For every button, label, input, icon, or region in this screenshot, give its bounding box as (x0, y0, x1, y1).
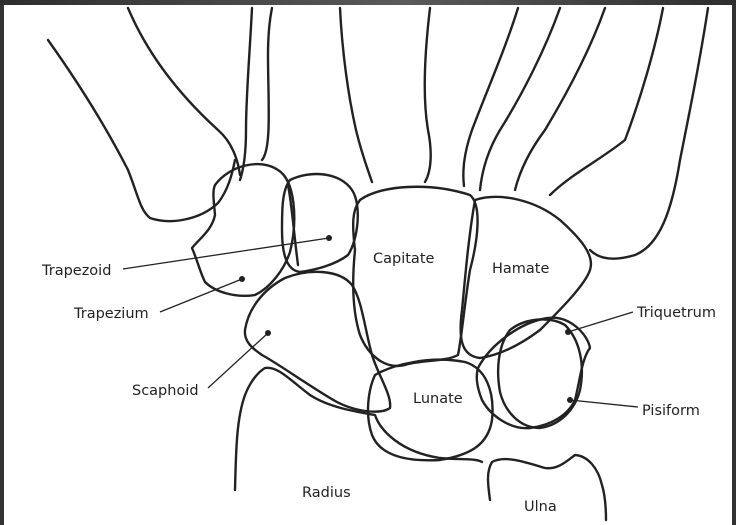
scaphoid-leader (208, 333, 268, 388)
label-ulna: Ulna (524, 499, 557, 515)
label-radius: Radius (302, 485, 351, 501)
metacarpal-3 (340, 8, 431, 182)
trapezoid-marker (326, 235, 332, 241)
triquetrum-marker (565, 329, 571, 335)
scaphoid-outline (245, 272, 390, 412)
metacarpal-1-inner (128, 8, 240, 175)
capitate-outline (353, 187, 477, 366)
pisiform-leader (570, 400, 638, 407)
label-capitate: Capitate (373, 251, 434, 267)
trapezium-leader (160, 279, 242, 312)
metacarpal-5-shaft (590, 8, 708, 259)
metacarpal-1 (48, 40, 235, 221)
metacarpal-5 (515, 8, 663, 195)
pisiform-marker (567, 397, 573, 403)
label-hamate: Hamate (492, 261, 549, 277)
label-triquetrum: Triquetrum (636, 305, 716, 321)
trapezium-outline (192, 164, 294, 296)
scaphoid-marker (265, 330, 271, 336)
metacarpal-4 (463, 8, 560, 190)
label-scaphoid: Scaphoid (132, 383, 199, 399)
triquetrum-leader (568, 312, 633, 332)
label-pisiform: Pisiform (642, 403, 700, 419)
pisiform-outline (498, 319, 582, 428)
label-trapezoid: Trapezoid (41, 263, 111, 279)
trapezium-marker (239, 276, 245, 282)
label-lunate: Lunate (413, 391, 463, 407)
label-trapezium: Trapezium (73, 306, 149, 322)
metacarpal-2 (240, 8, 272, 180)
radius-outline (235, 368, 482, 490)
